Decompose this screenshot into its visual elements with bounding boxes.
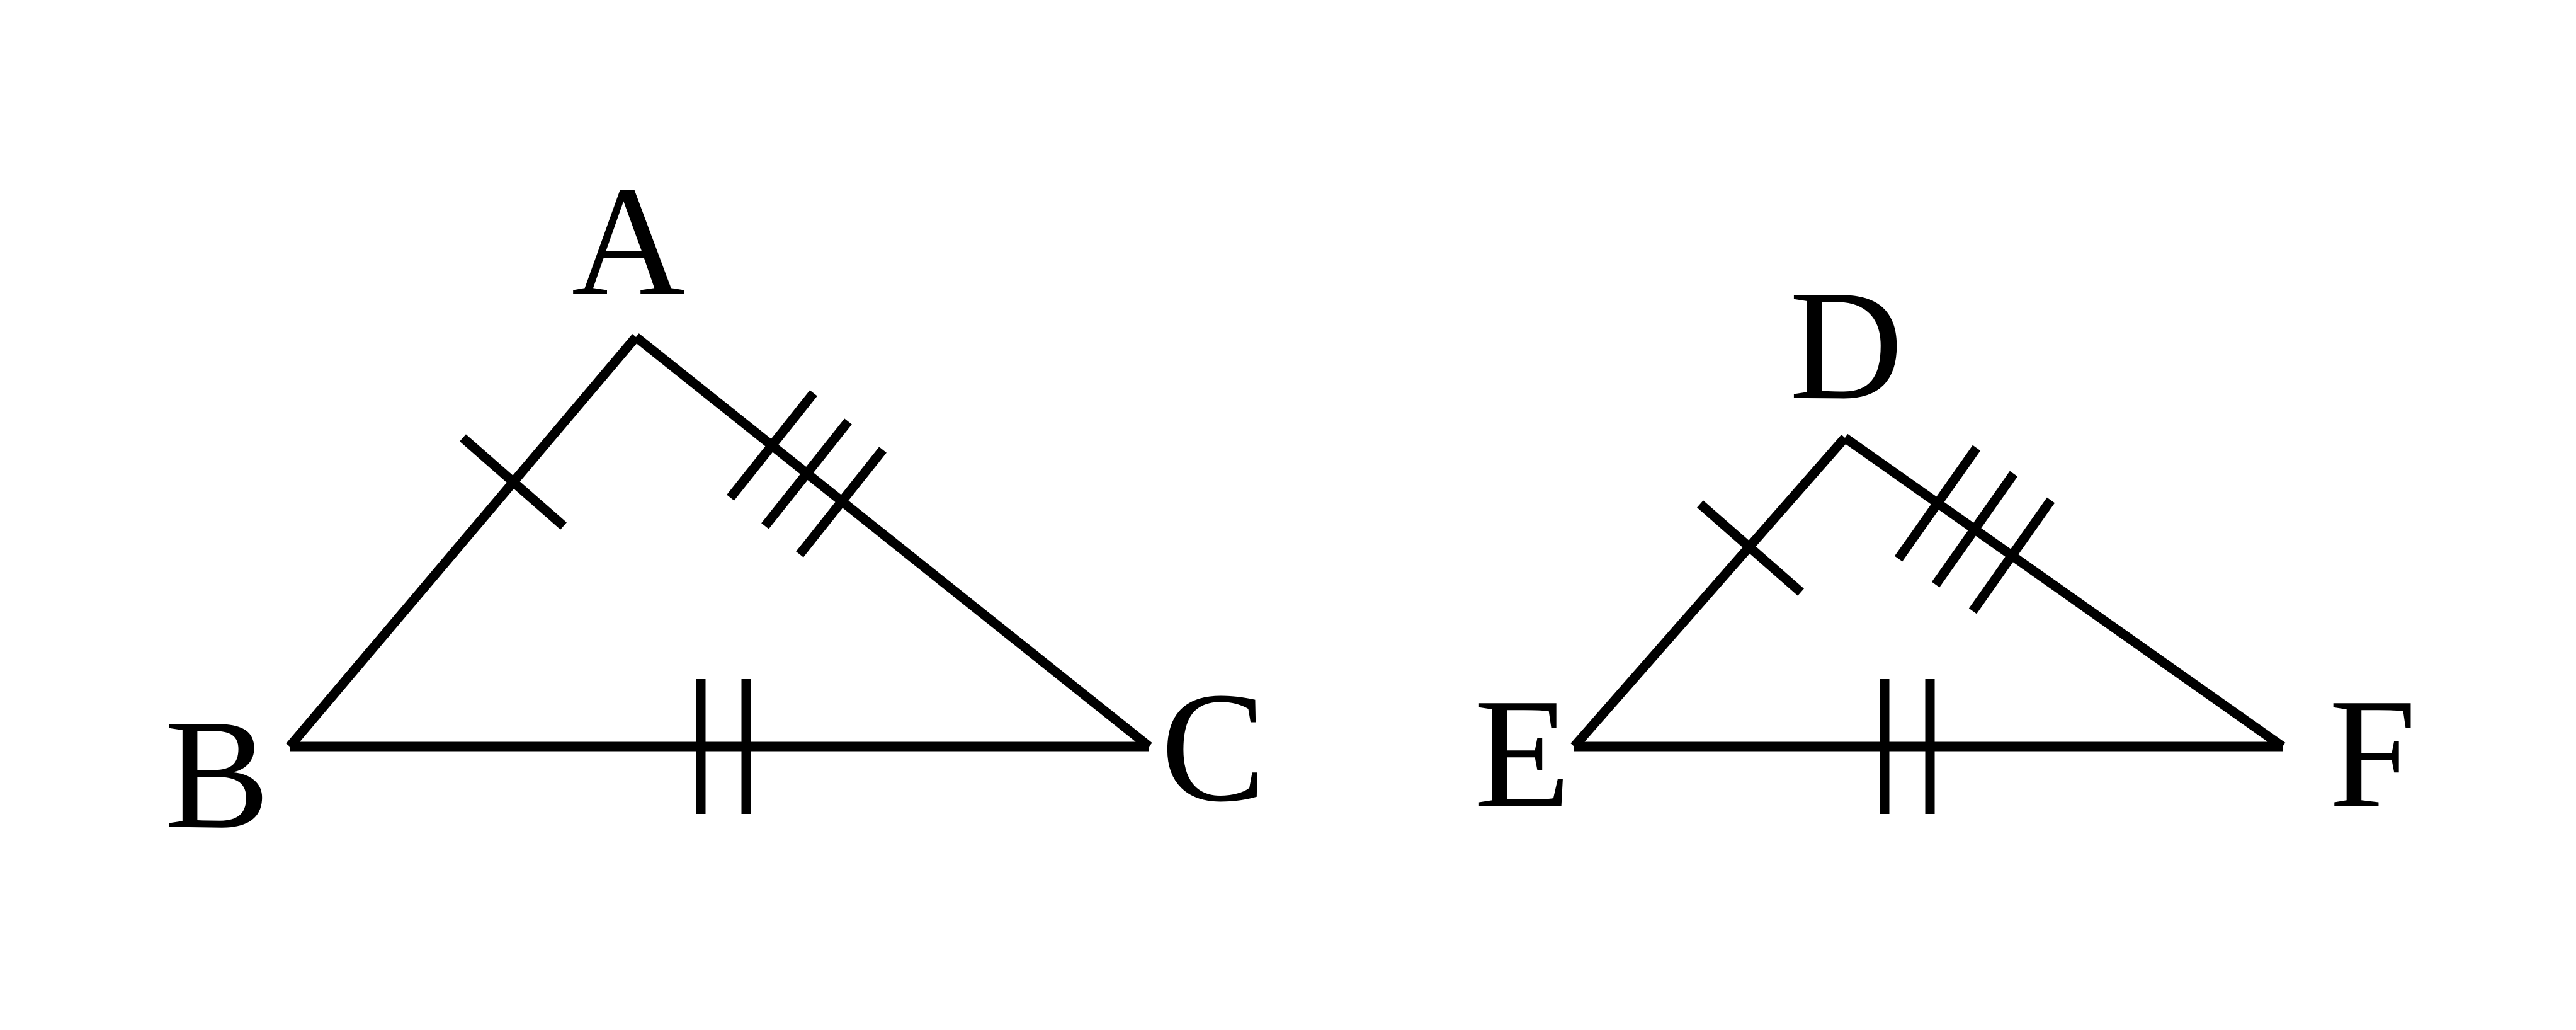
vertex-label-f: F — [2329, 667, 2416, 841]
vertex-label-d: D — [1790, 258, 1904, 433]
vertex-label-c: C — [1161, 660, 1266, 835]
tick-mark-ab — [460, 434, 567, 530]
side-ac — [633, 333, 1152, 750]
vertex-label-a: A — [572, 154, 686, 329]
tick-mark-df-1 — [1894, 445, 1981, 562]
side-de — [1570, 435, 1849, 750]
tick-mark-ac-3 — [796, 447, 887, 558]
tick-mark-de — [1697, 500, 1804, 596]
vertex-label-e: E — [1475, 667, 1571, 841]
tick-mark-ac-2 — [761, 418, 852, 529]
triangle-abc — [286, 333, 1152, 814]
vertex-label-b: B — [165, 687, 270, 862]
side-ab — [286, 334, 640, 750]
triangle-def — [1570, 433, 2286, 814]
side-df — [1842, 433, 2286, 751]
tick-mark-df-2 — [1931, 471, 2018, 588]
tick-mark-df-3 — [1968, 497, 2055, 614]
tick-mark-ac-1 — [727, 390, 817, 501]
